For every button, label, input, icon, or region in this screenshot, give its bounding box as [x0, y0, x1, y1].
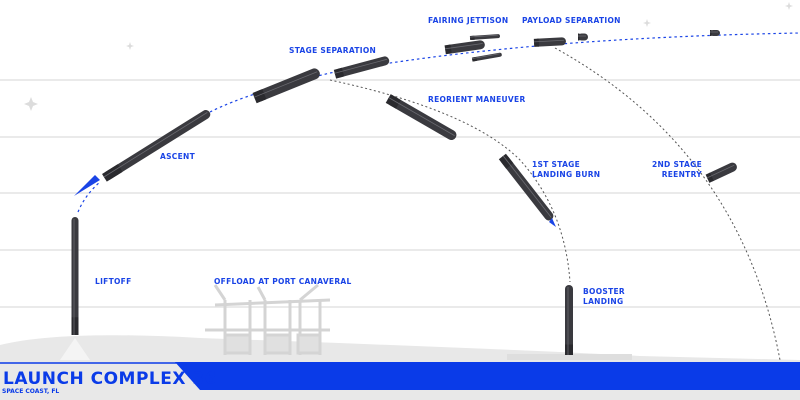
page-subtitle: SPACE COAST, FL: [2, 388, 60, 395]
label-reorient-maneuver: REORIENT MANEUVER: [428, 95, 526, 104]
label-fairing-jettison: FAIRING JETTISON: [428, 16, 509, 25]
landing-pad: [507, 354, 632, 360]
second-stage-fairing-jettison: [444, 40, 485, 55]
launch-plume: [60, 338, 90, 360]
ascent-trajectory: [77, 32, 800, 213]
first-stage-separation: [252, 68, 320, 104]
label-landing-burn-line1: 1ST STAGE: [532, 160, 581, 169]
booster-landed: [565, 285, 573, 355]
title-band: [175, 362, 800, 390]
payload-far: [710, 30, 720, 36]
label-offload: OFFLOAD AT PORT CANAVERAL: [214, 277, 352, 286]
label-ascent: ASCENT: [160, 152, 196, 161]
label-liftoff: LIFTOFF: [95, 277, 132, 286]
booster-return-trajectory: [329, 79, 571, 283]
rocket-liftoff: [71, 217, 79, 335]
second-stage-payload-separation: [533, 37, 566, 47]
payload: [578, 33, 588, 41]
stars: [24, 2, 793, 111]
label-landing-burn-line2: LANDING BURN: [532, 170, 601, 179]
booster-landing-burn: [498, 153, 554, 221]
fairing-half-top: [469, 34, 500, 41]
label-reentry-line1: 2ND STAGE: [651, 160, 702, 169]
booster-reorient: [385, 94, 457, 140]
second-stage-reentry-trajectory: [554, 47, 781, 361]
second-stage-reentry: [705, 162, 737, 183]
label-booster-landing-line1: BOOSTER: [583, 287, 625, 296]
port-cranes: [205, 283, 331, 355]
second-stage-separation: [333, 56, 390, 79]
label-booster-landing-line2: LANDING: [583, 297, 624, 306]
rocket-ascent: [102, 110, 211, 182]
label-stage-separation: STAGE SEPARATION: [289, 46, 377, 55]
label-reentry-line2: REENTRY: [661, 170, 702, 179]
grid-lines: [0, 79, 800, 308]
page-title: LAUNCH COMPLEX 36: [3, 369, 218, 389]
booster-flame: [74, 175, 556, 227]
label-payload-separation: PAYLOAD SEPARATION: [522, 16, 621, 25]
fairing-half-bottom: [471, 52, 502, 62]
